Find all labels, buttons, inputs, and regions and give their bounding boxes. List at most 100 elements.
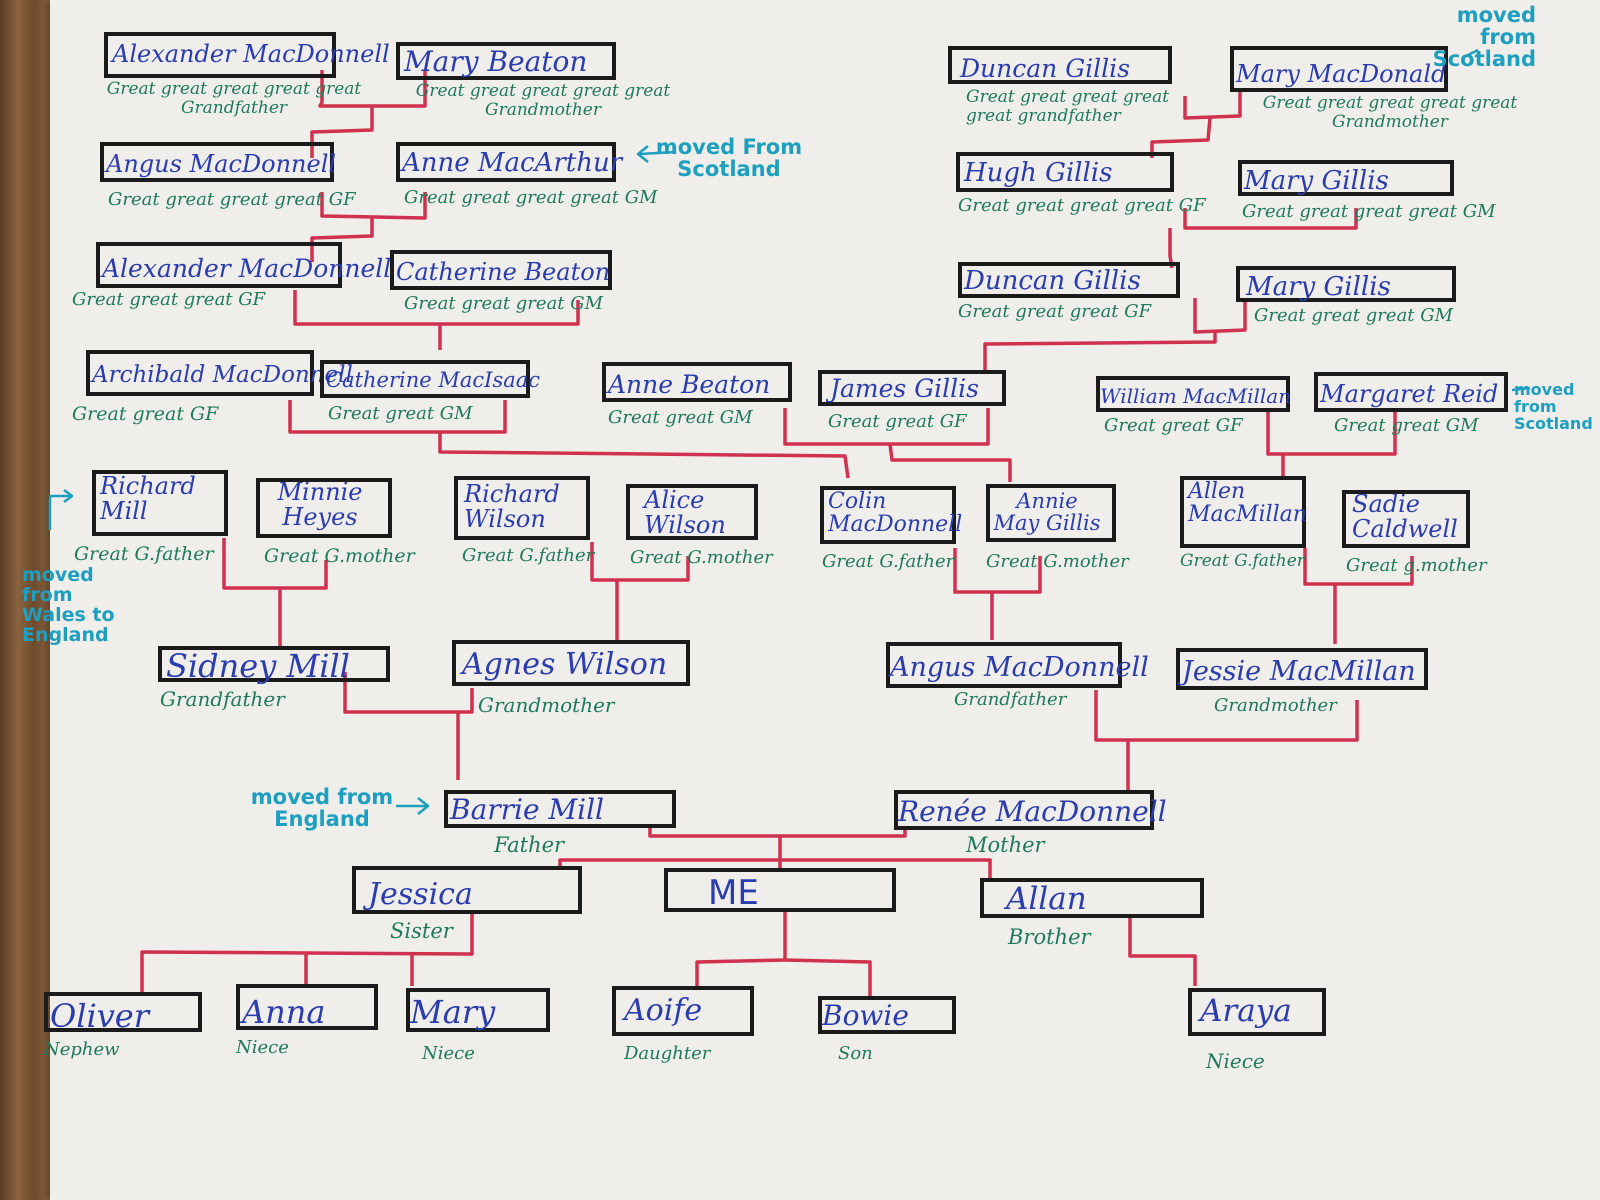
connector bbox=[310, 218, 374, 262]
arrow-icon bbox=[417, 797, 430, 815]
connector bbox=[558, 858, 780, 866]
person-name: Richard Mill bbox=[100, 472, 196, 526]
note-moved-from-england: moved from England bbox=[250, 785, 394, 832]
name-box bbox=[96, 242, 342, 288]
name-box bbox=[948, 46, 1172, 84]
name-box bbox=[1238, 160, 1454, 196]
person-name: Anne Beaton bbox=[608, 370, 771, 399]
person-relation: Great G.father bbox=[822, 551, 955, 572]
name-box bbox=[1236, 266, 1456, 302]
person-relation: Grandfather bbox=[160, 687, 285, 711]
person-relation: Great great great GM bbox=[1254, 305, 1454, 326]
person-relation: Great G.mother bbox=[630, 547, 773, 568]
person-relation: Sister bbox=[390, 919, 453, 943]
person-name: Angus MacDonnell bbox=[890, 652, 1149, 683]
person-name: William MacMillan bbox=[1100, 384, 1292, 408]
person-name: Mary Beaton bbox=[404, 45, 588, 78]
connector bbox=[293, 290, 580, 326]
connector bbox=[320, 192, 427, 220]
name-box bbox=[396, 42, 616, 80]
person-relation: Grandfather bbox=[954, 689, 1067, 710]
name-box bbox=[602, 362, 792, 402]
person-relation: Brother bbox=[1008, 925, 1091, 949]
person-relation: Great great great great great grandfathe… bbox=[966, 87, 1170, 126]
person-relation: Great great GM bbox=[608, 407, 753, 428]
person-name: Angus MacDonnell bbox=[106, 150, 337, 178]
person-relation: Great G.father bbox=[462, 545, 595, 566]
name-box bbox=[664, 868, 896, 912]
name-box bbox=[236, 984, 378, 1030]
name-box bbox=[390, 250, 612, 290]
person-name: Alice Wilson bbox=[644, 486, 726, 540]
connector bbox=[1193, 298, 1247, 334]
person-relation: Great great great GF bbox=[958, 301, 1152, 322]
connector bbox=[1128, 918, 1197, 986]
name-box bbox=[980, 878, 1204, 918]
person-name: Minnie Heyes bbox=[277, 478, 363, 532]
name-box bbox=[1180, 476, 1306, 548]
person-name: Agnes Wilson bbox=[462, 647, 668, 682]
person-relation: Great great great great great Grandfathe… bbox=[106, 79, 362, 118]
arrow-icon bbox=[48, 494, 72, 530]
person-name: Jessica bbox=[368, 877, 473, 912]
person-name: Anna bbox=[242, 993, 326, 1031]
name-box bbox=[352, 866, 582, 914]
person-relation: Great great GM bbox=[328, 403, 473, 424]
person-relation: Great great great great GM bbox=[404, 187, 658, 208]
connector bbox=[888, 443, 1012, 482]
person-name: Alexander MacDonnell bbox=[112, 40, 390, 68]
person-name: Catherine Beaton bbox=[396, 258, 611, 286]
person-name: ME bbox=[708, 873, 759, 913]
name-box bbox=[820, 486, 956, 544]
person-relation: Grandmother bbox=[1214, 695, 1337, 716]
person-name: Duncan Gillis bbox=[960, 54, 1130, 83]
name-box bbox=[612, 986, 754, 1036]
person-name: Jessie MacMillan bbox=[1182, 656, 1416, 687]
connector bbox=[1183, 208, 1358, 230]
person-name: Aoife bbox=[624, 993, 703, 1028]
name-box bbox=[1230, 46, 1448, 92]
person-name: Richard Wilson bbox=[464, 480, 560, 534]
person-name: Mary bbox=[410, 993, 496, 1031]
person-name: Mary Gillis bbox=[1244, 166, 1389, 196]
person-name: Annie May Gillis bbox=[993, 489, 1101, 536]
name-box bbox=[104, 32, 336, 78]
name-box bbox=[396, 142, 616, 182]
connector bbox=[318, 70, 427, 108]
connector bbox=[648, 828, 907, 838]
person-relation: Niece bbox=[236, 1037, 289, 1058]
name-box bbox=[956, 152, 1174, 192]
person-name: James Gillis bbox=[830, 374, 979, 403]
person-relation: Great great great great GM bbox=[1242, 201, 1496, 222]
name-box bbox=[886, 642, 1122, 688]
connector bbox=[784, 958, 872, 996]
person-name: Anne MacArthur bbox=[402, 148, 623, 178]
name-box bbox=[818, 370, 1006, 406]
person-name: Catherine MacIsaac bbox=[326, 368, 541, 392]
person-relation: Niece bbox=[1206, 1049, 1265, 1073]
name-box bbox=[452, 640, 690, 686]
name-box bbox=[454, 476, 590, 540]
person-name: Hugh Gillis bbox=[964, 158, 1113, 188]
person-relation: Niece bbox=[422, 1043, 475, 1064]
name-box bbox=[100, 142, 334, 182]
name-box bbox=[320, 360, 530, 398]
person-name: Bowie bbox=[822, 999, 909, 1032]
name-box bbox=[1314, 372, 1508, 412]
name-box bbox=[44, 992, 202, 1032]
person-relation: Son bbox=[838, 1043, 873, 1064]
person-relation: Great G.mother bbox=[986, 551, 1129, 572]
name-box bbox=[1176, 648, 1428, 690]
name-box bbox=[1342, 490, 1470, 548]
connector bbox=[288, 400, 507, 434]
person-relation: Great great great great great Grandmothe… bbox=[1262, 93, 1518, 132]
name-box bbox=[626, 484, 758, 540]
connector bbox=[222, 538, 328, 590]
person-name: Sadie Caldwell bbox=[1352, 490, 1458, 544]
connector bbox=[140, 910, 474, 992]
name-box bbox=[86, 350, 314, 396]
note-moved-from-scotland-mid: moved From Scotland bbox=[655, 135, 803, 182]
name-box bbox=[92, 470, 228, 536]
connector bbox=[438, 432, 850, 479]
